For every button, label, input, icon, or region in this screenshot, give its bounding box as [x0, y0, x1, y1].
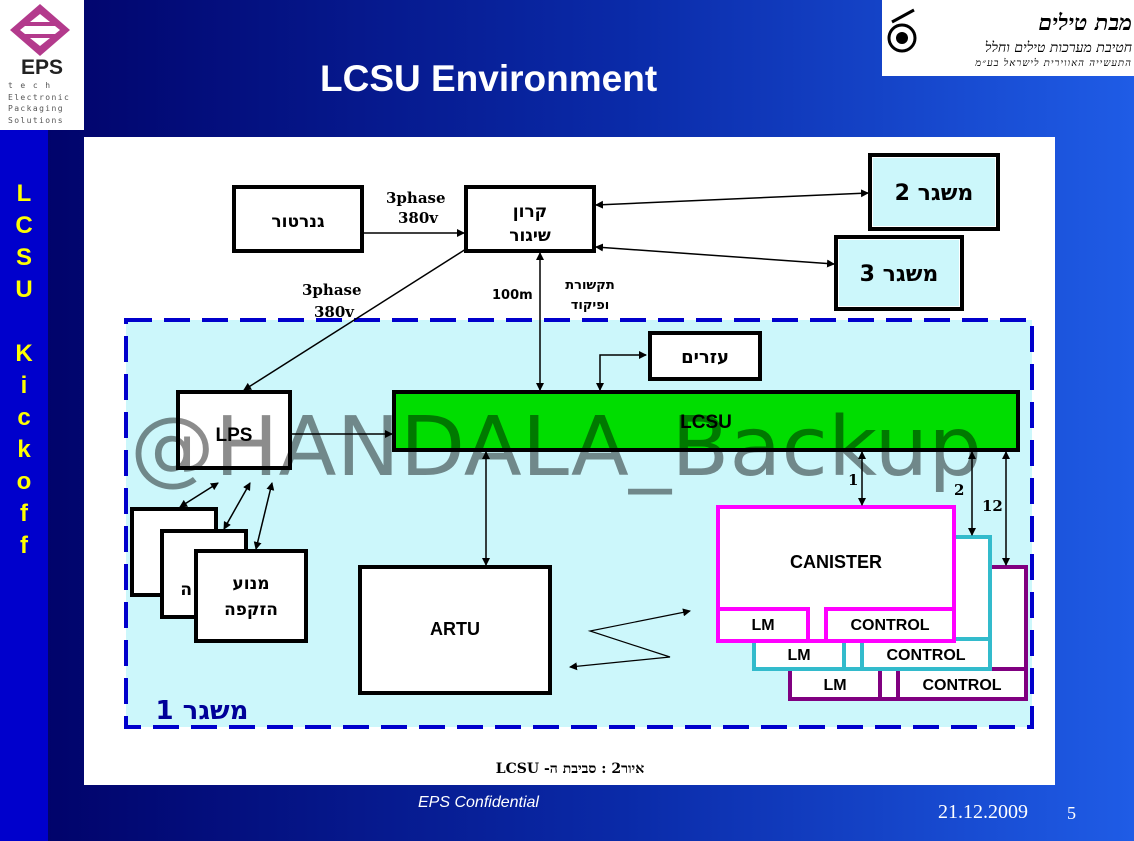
link-number-1: 1 — [848, 471, 858, 489]
control-label-back: CONTROL — [922, 677, 1001, 694]
eps-logo-subtitle: t e c h Electronic Packaging Solutions — [8, 80, 78, 126]
lcsu-aux-arrow — [596, 351, 647, 391]
lps-box — [176, 390, 292, 470]
control-label-front: CONTROL — [850, 617, 929, 634]
artu-label: ARTU — [430, 619, 480, 639]
mabat-logo-line2: חטיבת מערכות טילים וחלל — [984, 40, 1132, 56]
lps-motor2-arrow — [223, 482, 251, 530]
mabat-logo-line3: התעשייה האווירית לישראל בע״מ — [975, 58, 1132, 69]
wireless-link-zigzag — [569, 608, 691, 671]
launcher2-fill — [873, 158, 995, 226]
watermark: @HANDALA_Backup — [130, 400, 982, 495]
launcher3-fill — [839, 240, 959, 306]
launcher1-label: משגר 1 — [156, 696, 249, 726]
diagram-panel: גנרטור קרון שיגור משגר 2 משגר 3 3phase 3… — [84, 137, 1055, 785]
lcsu-label: LCSU — [680, 412, 732, 433]
link-number-2: 2 — [954, 481, 964, 499]
lps-label: LPS — [216, 425, 253, 446]
eps-diamond-icon — [10, 4, 70, 56]
control-box-back — [896, 667, 1028, 701]
left-sidebar-strip — [0, 130, 48, 841]
vertical-letter: S — [15, 244, 32, 271]
lm-label-front: LM — [751, 617, 774, 634]
lcsu-bar — [392, 390, 1020, 452]
artu-box — [358, 565, 552, 695]
power-station-line1: קרון — [513, 202, 547, 222]
canister-label: CANISTER — [790, 552, 882, 572]
vertical-letter: o — [16, 468, 32, 495]
comm-label-line2: ופיקוד — [571, 298, 610, 313]
generator-label: גנרטור — [271, 212, 325, 232]
voltage-left-label: 380v — [314, 303, 355, 321]
phase-left-label: 3phase — [302, 281, 362, 299]
phase-top-label: 3phase — [386, 189, 446, 207]
vertical-letter: L — [16, 180, 32, 207]
station-launcher3-arrow — [595, 243, 835, 268]
lcsu-diagram: גנרטור קרון שיגור משגר 2 משגר 3 3phase 3… — [124, 153, 1034, 777]
vertical-letter: C — [15, 212, 33, 239]
link-number-12: 12 — [982, 497, 1003, 515]
lm-label-back: LM — [823, 677, 846, 694]
motor-middle-partial: ה — [180, 580, 192, 600]
generator-box — [232, 185, 364, 253]
control-box-middle — [860, 637, 992, 671]
vertical-letter: f — [20, 500, 28, 527]
motor-box-front — [194, 549, 308, 643]
power-station-line2: שיגור — [509, 226, 551, 246]
lm-box-back — [788, 667, 882, 701]
lps-motor1-arrow — [179, 482, 219, 508]
station-launcher2-arrow — [595, 189, 869, 209]
vertical-letter: f — [20, 532, 28, 559]
aux-label: עזרים — [681, 347, 729, 368]
eps-logo-sub-line: t e c h — [8, 81, 52, 90]
control-label-middle: CONTROL — [886, 647, 965, 664]
mabat-emblem-icon — [887, 8, 917, 53]
eps-logo-name: EPS — [20, 56, 64, 79]
eps-logo-sub-line: Electronic — [8, 92, 71, 102]
lps-motor3-arrow — [253, 482, 275, 550]
power-station-box — [464, 185, 596, 253]
lm-box-middle — [752, 637, 846, 671]
footer-confidential: EPS Confidential — [418, 794, 539, 811]
vertical-letter: k — [17, 436, 31, 463]
distance-label: 100m — [492, 288, 533, 303]
vertical-letter: U — [15, 276, 33, 303]
figure-caption: איור2 : סביבת ה- LCSU — [496, 761, 644, 777]
mabat-logo: מבת טילים חטיבת מערכות טילים וחלל התעשיי… — [882, 0, 1134, 76]
station-to-lps-arrow — [243, 248, 467, 391]
lm-box-front — [716, 607, 810, 643]
eps-logo-sub-line: Packaging — [8, 104, 64, 113]
motor-label-line1: מנוע — [232, 574, 269, 594]
comm-label-line1: תקשורת — [565, 278, 614, 293]
vertical-label: L C S U K i c k o f f — [0, 178, 48, 562]
voltage-top-label: 380v — [398, 209, 439, 227]
motor-label-line2: הזקפה — [224, 600, 278, 620]
launcher3-label: משגר 3 — [860, 262, 939, 287]
vertical-letter: i — [20, 372, 28, 399]
vertical-letter: c — [17, 404, 31, 431]
page-number: 5 — [1067, 803, 1076, 823]
canister-front: CANISTER LM CONTROL — [716, 505, 956, 643]
launcher2-label: משגר 2 — [895, 181, 974, 206]
footer-date: 21.12.2009 — [938, 801, 1028, 823]
vertical-letter — [0, 306, 48, 338]
vertical-letter: K — [15, 340, 33, 367]
eps-logo-sub-line: Solutions — [8, 115, 64, 125]
mabat-logo-line1: מבת טילים — [1038, 10, 1132, 36]
lm-label-middle: LM — [787, 647, 810, 664]
control-box-front — [824, 607, 956, 643]
slide-title: LCSU Environment — [320, 58, 658, 99]
eps-logo: EPS t e c h Electronic Packaging Solutio… — [0, 0, 84, 130]
aux-box — [648, 331, 762, 381]
